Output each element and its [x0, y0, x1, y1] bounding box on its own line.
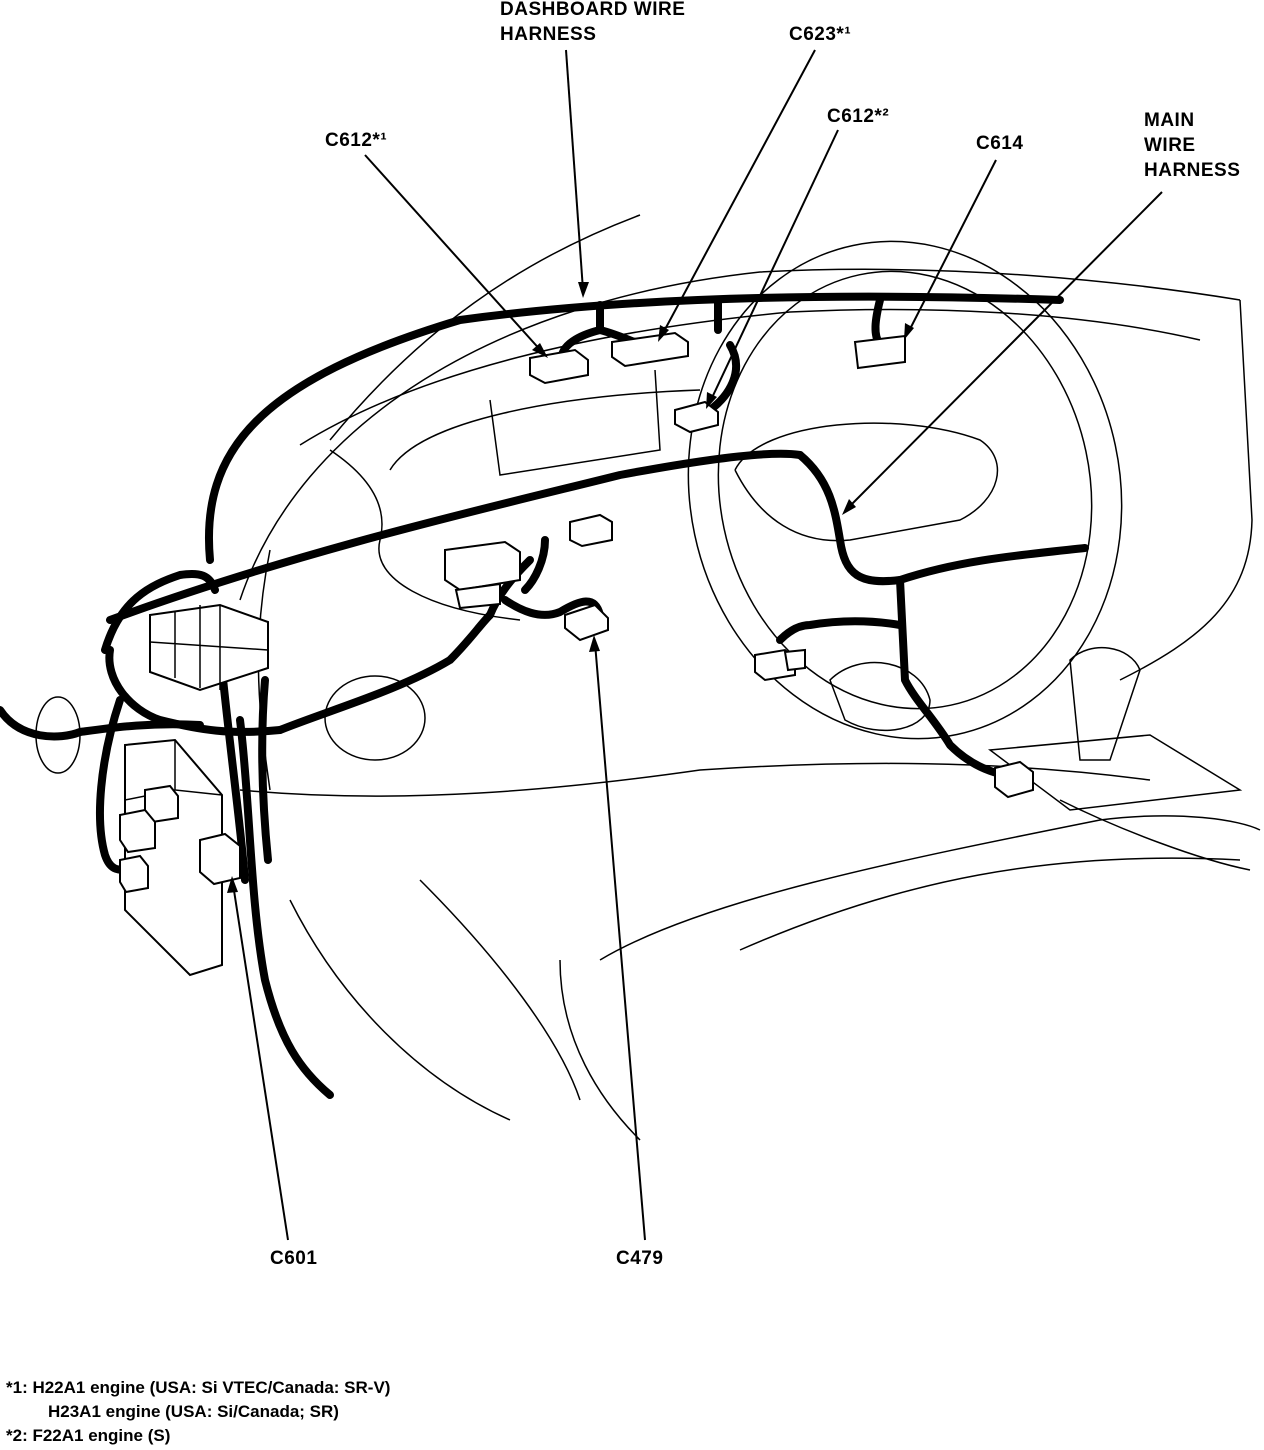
grommet [35, 696, 81, 774]
connector-c614 [853, 334, 906, 370]
connector-c601 [199, 832, 241, 886]
label-dashboard-wire-harness-line2: HARNESS [500, 24, 597, 45]
label-main-wire-harness-line2: WIRE [1144, 135, 1196, 156]
fuse-block [149, 603, 269, 692]
connectors [119, 331, 1034, 977]
connector-console [994, 760, 1034, 799]
wire-harnesses [0, 292, 1089, 1099]
footnote-2: *2: F22A1 engine (S) [6, 1426, 171, 1445]
connector-column-b [783, 648, 806, 672]
relay-plug [454, 582, 501, 610]
label-main-wire-harness-line3: HARNESS [1144, 160, 1241, 181]
label-main-wire-harness-line1: MAIN [1144, 110, 1195, 131]
label-c614: C614 [976, 133, 1024, 154]
leader-lines [227, 49, 1163, 1241]
label-c623: C623*¹ [789, 24, 852, 45]
footnote-1-line1: *1: H22A1 engine (USA: Si VTEC/Canada: S… [6, 1378, 391, 1397]
label-c601: C601 [270, 1248, 318, 1269]
label-dashboard-wire-harness: DASHBOARD WIRE HARNESS [500, 0, 685, 47]
cu-plug-3 [119, 854, 149, 894]
footnote-1-line2: H23A1 engine (USA: Si/Canada; SR) [48, 1402, 339, 1421]
connector-c623 [611, 331, 689, 368]
label-c479: C479 [616, 1248, 664, 1269]
label-main-wire-harness: MAIN WIRE HARNESS [1144, 108, 1240, 183]
footnotes: *1: H22A1 engine (USA: Si VTEC/Canada: S… [6, 1376, 390, 1448]
steering-wheel [687, 240, 1123, 740]
connector-c612-2 [674, 400, 719, 434]
label-c612-1: C612*¹ [325, 130, 388, 151]
label-c612-2: C612*² [827, 106, 890, 127]
dashboard-outline [239, 214, 1261, 1141]
connector-c479 [564, 603, 609, 642]
connector-c612-1 [529, 348, 589, 385]
relay-box [444, 540, 521, 592]
connector-upper [569, 513, 613, 548]
label-dashboard-wire-harness-line1: DASHBOARD WIRE [500, 0, 686, 20]
cu-plug-2 [119, 808, 156, 854]
